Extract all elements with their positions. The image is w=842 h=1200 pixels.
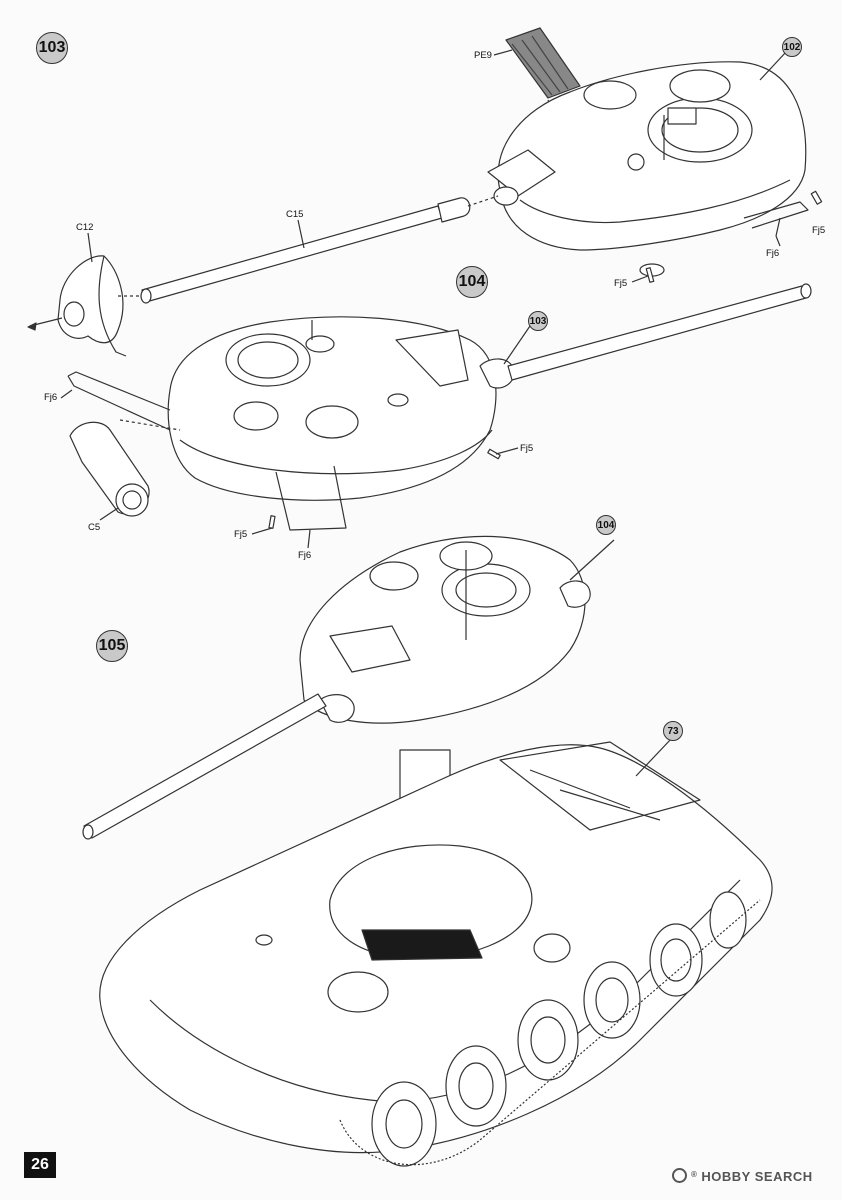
registered-mark: ® <box>691 1170 698 1179</box>
turret-104 <box>167 316 515 501</box>
part-label-fj5: Fj5 <box>234 529 248 540</box>
part-label-c12: C12 <box>76 222 94 233</box>
part-label-fj5: Fj5 <box>614 278 628 289</box>
gun-barrel-105 <box>82 693 327 840</box>
part-label-fj6: Fj6 <box>766 248 780 259</box>
step-badge-103: 103 <box>36 32 68 64</box>
callout-73: 73 <box>663 721 683 741</box>
step-badge-105: 105 <box>96 630 128 662</box>
part-label-c15: C15 <box>286 209 304 220</box>
watermark: ®HOBBY SEARCH <box>672 1168 813 1184</box>
gun-barrel-104 <box>507 283 812 381</box>
hobby-search-logo-icon <box>672 1168 687 1183</box>
pe9-part <box>505 27 581 99</box>
part-label-fj5: Fj5 <box>812 225 826 236</box>
turret-105 <box>299 535 591 724</box>
watermark-brand: HOBBY SEARCH <box>701 1169 813 1184</box>
turret-103 <box>487 61 807 277</box>
callout-104: 104 <box>596 515 616 535</box>
part-label-pe9: PE9 <box>474 50 492 61</box>
page-number: 26 <box>24 1152 56 1178</box>
tank-hull <box>99 741 773 1154</box>
part-c5 <box>69 421 150 517</box>
part-label-c5: C5 <box>88 522 101 533</box>
mantlet-c12 <box>57 255 127 357</box>
gun-barrel-c15 <box>140 197 471 304</box>
part-label-fj6: Fj6 <box>298 550 312 561</box>
road-wheels <box>371 891 747 1167</box>
callout-102: 102 <box>782 37 802 57</box>
track <box>339 899 761 1166</box>
part-label-fj5: Fj5 <box>520 443 534 454</box>
part-label-fj6: Fj6 <box>44 392 58 403</box>
callout-103: 103 <box>528 311 548 331</box>
step-badge-104: 104 <box>456 266 488 298</box>
